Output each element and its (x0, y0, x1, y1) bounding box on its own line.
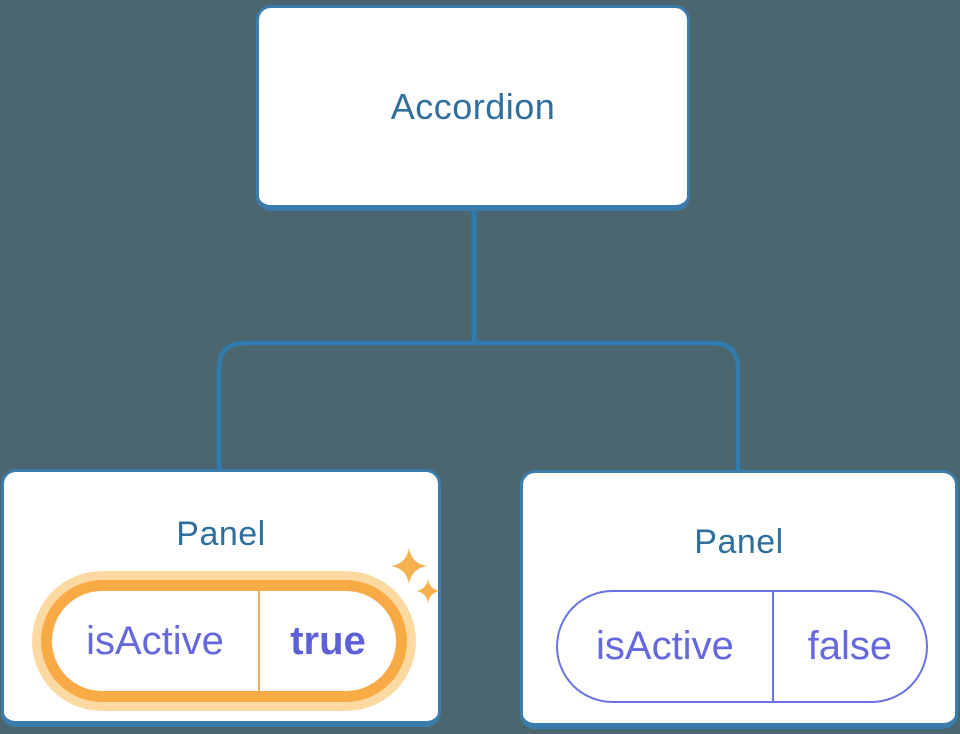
panel-node-inactive-label: Panel (694, 523, 784, 561)
panel-node-active: Panel isActive true (1, 469, 441, 727)
connector-branch (216, 340, 741, 474)
sparkles-icon (391, 548, 440, 603)
sparkle-large-icon (391, 548, 427, 584)
accordion-node: Accordion (256, 5, 690, 211)
state-value-label: false (771, 592, 926, 701)
accordion-node-label: Accordion (390, 85, 556, 127)
state-value-label: true (258, 591, 396, 691)
panel-node-active-label: Panel (176, 515, 266, 553)
sparkle-small-icon (416, 579, 440, 603)
panel-node-inactive: Panel isActive false (520, 470, 958, 729)
state-key-label: isActive (596, 624, 734, 668)
state-pill-active: isActive true (41, 580, 407, 702)
state-pill-inactive: isActive false (556, 590, 928, 703)
state-key-label: isActive (86, 618, 224, 663)
